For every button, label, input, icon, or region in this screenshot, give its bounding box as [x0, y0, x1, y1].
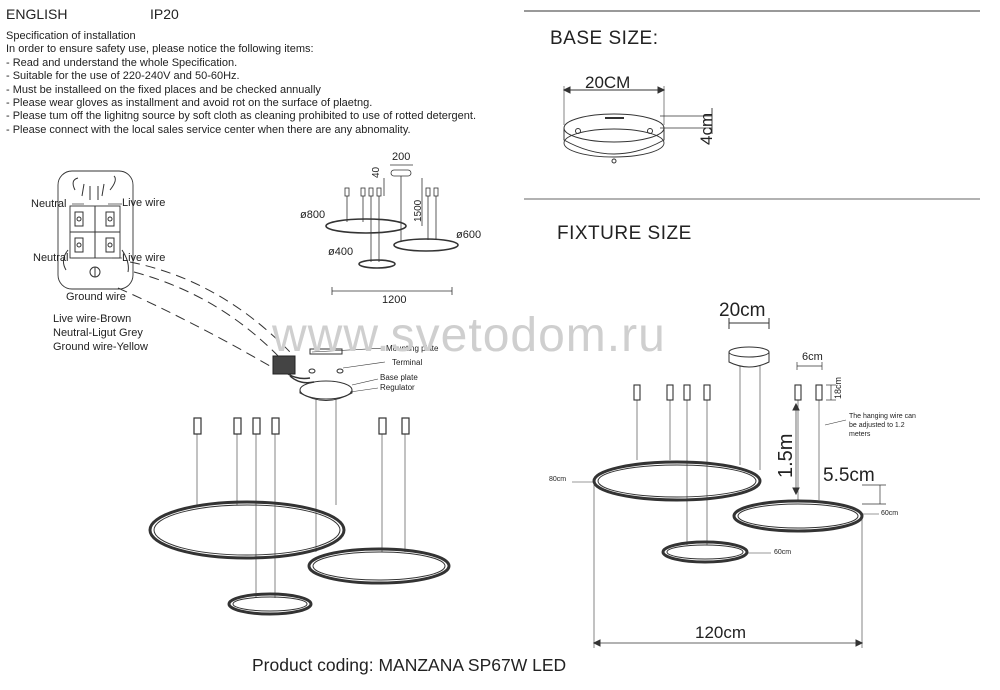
small-dim-200: 200: [392, 151, 411, 163]
spec-line: - Please tum off the lighitng source by …: [6, 110, 477, 123]
mounting-plate-label: Mounting plate: [386, 344, 439, 353]
base-width-dim: 20CM: [585, 73, 631, 92]
wiring-ground-label: Ground wire: [66, 291, 126, 303]
holder-width-dim: 6cm: [802, 351, 823, 363]
total-width-dim: 120cm: [695, 623, 747, 642]
wiring-neutral-bottom-label: Neutral: [33, 252, 69, 264]
watermark: www.svetodom.ru: [272, 309, 666, 362]
base-size-drawing: [562, 86, 713, 164]
hanging-wire-note: The hanging wire can be adjusted to 1.2 …: [849, 413, 916, 438]
specification-block: Specification of installation In order t…: [6, 30, 536, 137]
wiring-live-bottom-label: Live wire: [122, 252, 166, 264]
spec-line: In order to ensure safety use, please no…: [6, 43, 314, 56]
ring-small-dim: 60cm: [774, 549, 792, 556]
dashed-cables: [117, 261, 291, 367]
canopy-dim: 20cm: [719, 300, 766, 321]
small-dim-1200: 1200: [382, 294, 407, 306]
regulator-label: Regulator: [380, 383, 415, 392]
wiring-neutral-top-label: Neutral: [31, 198, 67, 210]
wiring-live-top-label: Live wire: [122, 197, 166, 209]
wire-length-dim: 1.5m: [775, 433, 797, 478]
wire-color-neutral: Neutral-Ligut Grey: [53, 327, 143, 339]
base-height-dim: 4cm: [697, 112, 716, 145]
spec-line: - Suitable for the use of 220-240V and 5…: [6, 70, 240, 83]
small-dim-1500: 1500: [413, 199, 424, 222]
terminal-label: Terminal: [392, 358, 423, 367]
small-dim-600: ø600: [456, 229, 482, 241]
small-dimension-drawing: [325, 164, 459, 295]
holder-height-dim: 18cm: [833, 376, 843, 399]
terminal-block-diagram: [57, 170, 134, 290]
spec-line: - Must be installeed on the fixed places…: [6, 83, 321, 96]
small-dim-800: ø800: [300, 209, 326, 221]
language-label: ENGLISH: [6, 6, 68, 22]
base-size-title: BASE SIZE:: [550, 28, 659, 49]
ring-depth-dim: 5.5cm: [823, 465, 875, 486]
ip-rating: IP20: [150, 6, 179, 22]
product-coding: Product coding: MANZANA SP67W LED: [252, 655, 567, 675]
wire-color-live: Live wire-Brown: [53, 313, 132, 325]
mounting-assembly: [272, 347, 386, 401]
spec-line: - Please wear gloves as installment and …: [6, 97, 373, 110]
left-lamp-drawing: [148, 398, 451, 616]
spec-line: - Please connect with the local sales se…: [6, 123, 411, 136]
fixture-size-drawing: [572, 318, 886, 648]
small-dim-400: ø400: [328, 246, 354, 258]
fixture-size-title: FIXTURE SIZE: [557, 223, 692, 244]
spec-title: Specification of installation: [6, 30, 136, 42]
ring-large-dim: 80cm: [549, 476, 567, 483]
ring-mid-dim: 60cm: [881, 510, 899, 517]
base-plate-label: Base plate: [380, 373, 418, 382]
spec-line: - Read and understand the whole Specific…: [6, 56, 238, 69]
small-dim-40: 40: [371, 166, 382, 178]
wire-color-ground: Ground wire-Yellow: [53, 341, 148, 353]
